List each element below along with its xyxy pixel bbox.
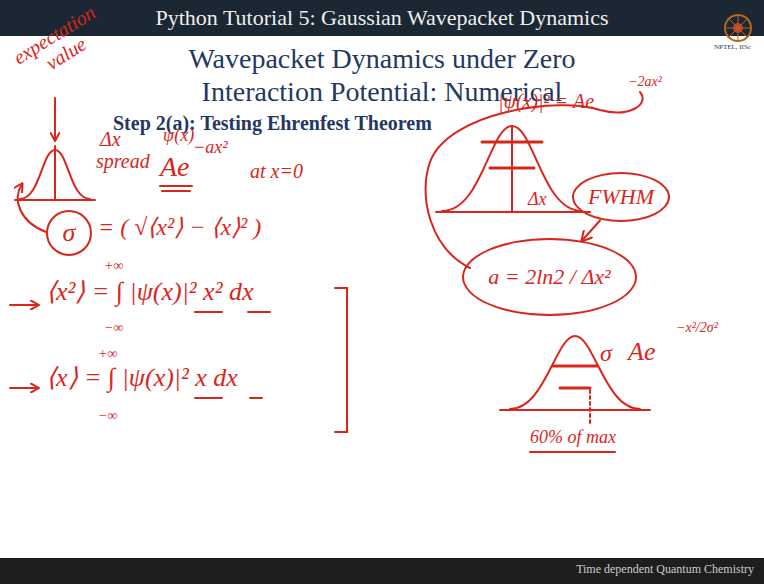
handwritten-note: at x=0 (250, 160, 303, 182)
handwritten-exponent: −x²/2σ² (676, 320, 718, 335)
integral-limit: −∞ (104, 320, 123, 335)
handwritten-symbol: σ (600, 340, 612, 366)
handwritten-formula: ⟨x⟩ = ∫ |ψ(x)|² x dx (46, 364, 238, 393)
integral-limit: −∞ (98, 408, 117, 423)
handwritten-exponent: −2ax² (628, 74, 662, 89)
handwriting-strokes (10, 92, 650, 452)
logo-text: NPTEL, IISc (714, 44, 751, 52)
handwritten-formula: Ae (628, 338, 655, 367)
header-text: Python Tutorial 5: Gaussian Wavepacket D… (0, 6, 764, 30)
handwritten-formula: = ( √⟨x²⟩ − ⟨x⟩² ) (98, 214, 261, 240)
step-heading: Step 2(a): Testing Ehrenfest Theorem (113, 112, 432, 134)
handwritten-note: 60% of max (530, 428, 616, 448)
handwritten-exponent: −ax² (193, 138, 228, 158)
integral-limit: +∞ (98, 346, 117, 361)
handwritten-symbol: ψ(x) (163, 126, 194, 146)
node-text: FWHM (588, 184, 654, 210)
handwritten-note: spread (96, 150, 150, 172)
nptel-logo (725, 15, 751, 41)
handwritten-formula: ⟨x²⟩ = ∫ |ψ(x)|² x² dx (46, 278, 253, 307)
header-bar (0, 0, 764, 36)
node-text: σ (63, 218, 76, 248)
handwritten-symbol: Δx (100, 128, 121, 150)
circled-formula: a = 2ln2 / Δx² (462, 238, 637, 316)
footer-bar (0, 558, 764, 584)
handwritten-arrow (582, 220, 601, 241)
footer-text: Time dependent Quantum Chemistry (500, 563, 754, 576)
circled-symbol: σ (46, 210, 92, 256)
node-text: a = 2ln2 / Δx² (488, 264, 610, 290)
circled-term: FWHM (572, 172, 670, 222)
handwritten-symbol: Δx (528, 190, 547, 210)
handwritten-formula: Ae (160, 152, 190, 183)
integral-limit: +∞ (104, 258, 123, 273)
handwritten-formula: |ψ(x)|² = Ae (498, 90, 594, 112)
